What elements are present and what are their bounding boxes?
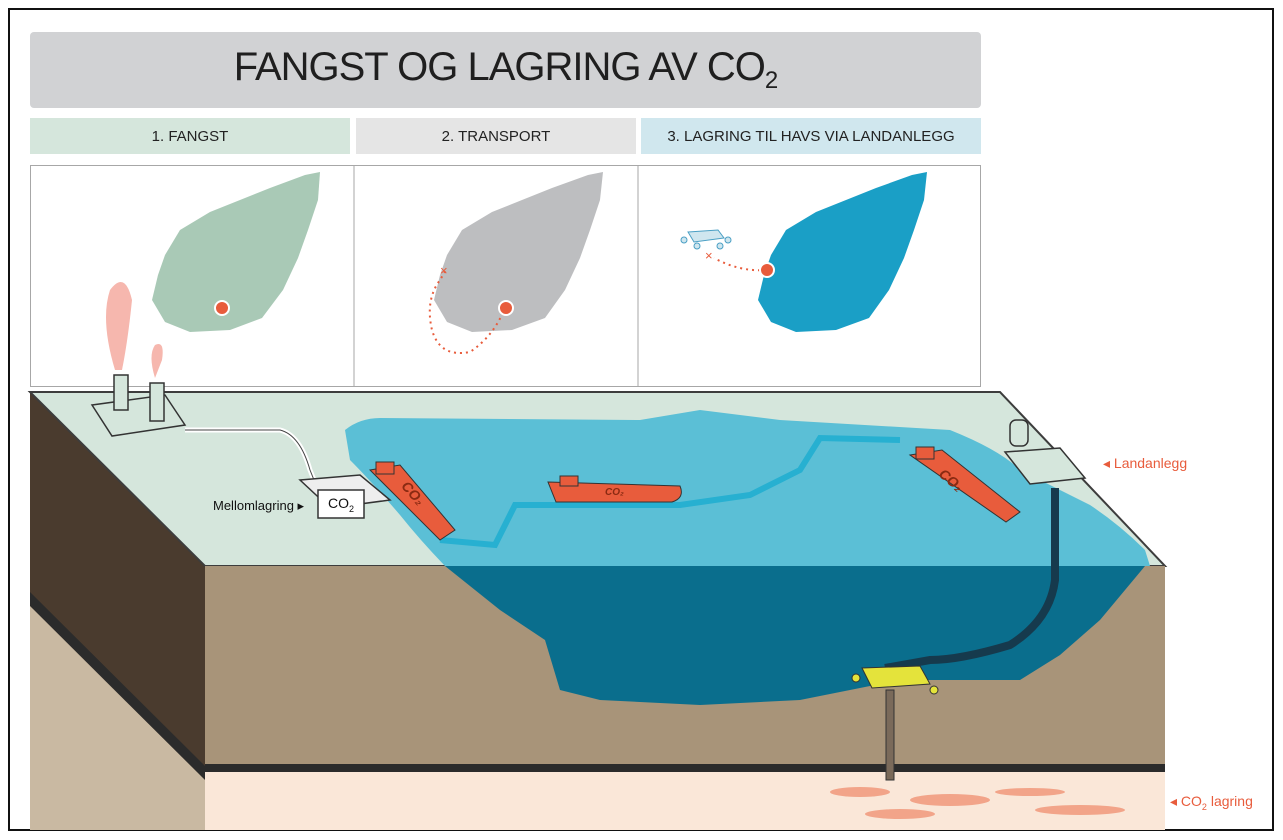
co2-plume [830,787,1125,819]
transport-origin-marker [498,300,514,316]
route-end-icon: × [440,263,448,278]
cap-rock [205,764,1165,772]
ship-transit [547,475,682,503]
landfall-marker [759,262,775,278]
transport-route [428,269,506,354]
capture-site-marker [214,300,230,316]
ship-unloading [908,446,1021,523]
map-norway-storage: × [680,172,927,332]
sea-surface [345,410,1150,566]
onshore-terminal-label: ◂ Landanlegg [1103,455,1188,471]
stage-header-capture: 1. FANGST [30,118,350,154]
ship-cargo-label: CO₂ [605,487,624,498]
smoke-plume [151,344,163,378]
ship-route [439,434,901,549]
sea-deep [445,566,1145,705]
offshore-platform-icon [680,229,732,250]
onshore-terminal [1003,419,1087,485]
intermediate-storage-tank [298,474,392,519]
co2-storage-label: ◂ CO2 lagring [1170,793,1253,812]
injection-well [885,689,895,781]
route-end-icon: × [705,248,713,263]
storage-layer [205,772,1165,830]
stage-header-transport: 2. TRANSPORT [356,118,636,154]
storage-box-label: CO2 [328,495,355,514]
ship-loading [368,461,456,541]
page-title: FANGST OG LAGRING AV CO2 [233,45,779,94]
storage-route [713,257,767,272]
subsea-pipeline [884,488,1059,672]
stage-header-storage: 3. LAGRING TIL HAVS VIA LANDANLEGG [641,118,981,154]
map-norway-capture [152,172,320,332]
title-bar: FANGST OG LAGRING AV CO2 [30,32,981,108]
smoke-plume [106,282,132,370]
subsea-template-icon [851,665,939,695]
factory-icon [90,282,187,437]
map-panels [30,165,981,387]
intermediate-storage-label: Mellomlagring ▸ [213,498,305,513]
map-norway-transport: × [428,172,603,354]
